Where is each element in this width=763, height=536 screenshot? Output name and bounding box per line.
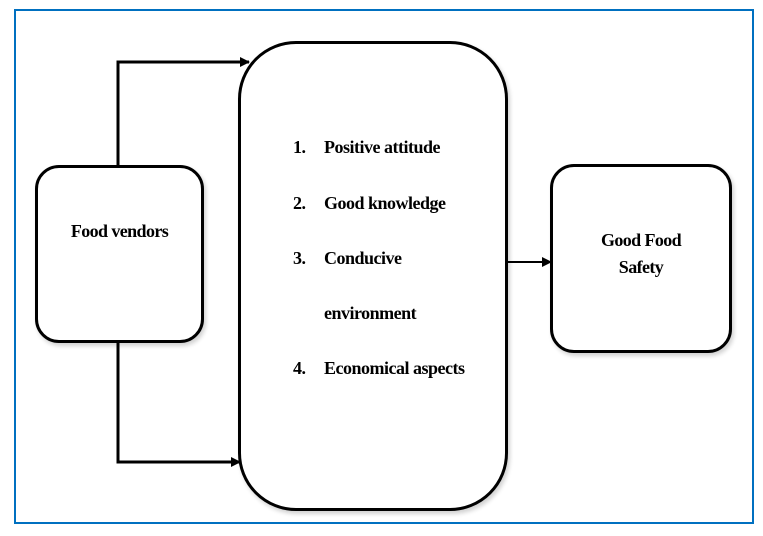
factor-text: Positive attitude [324,137,440,157]
connector-vendors-to-factors-top [116,57,250,166]
factor-number: 1. [293,137,306,157]
factor-number: 2. [293,193,306,213]
good-food-safety-node: Good Food Safety [550,164,732,353]
food-vendors-label: Food vendors [70,221,169,241]
outcome-label-line1: Good Food [600,230,682,250]
connector-vendors-to-factors-bottom [116,342,241,467]
diagram-frame [14,9,754,524]
factors-node: 1. Positive attitude 2. Good knowledge 3… [238,41,508,511]
factor-text: Economical aspects [324,358,465,378]
factor-text: Conducive [324,248,402,268]
factor-text: Good knowledge [324,193,446,213]
factor-text-continuation: environment [324,303,417,323]
outcome-label-line2: Safety [618,257,664,277]
factor-number: 3. [293,248,306,268]
factor-number: 4. [293,358,306,378]
good-food-safety-label: Good Food Safety [553,227,729,281]
food-vendors-node: Food vendors [35,165,204,343]
